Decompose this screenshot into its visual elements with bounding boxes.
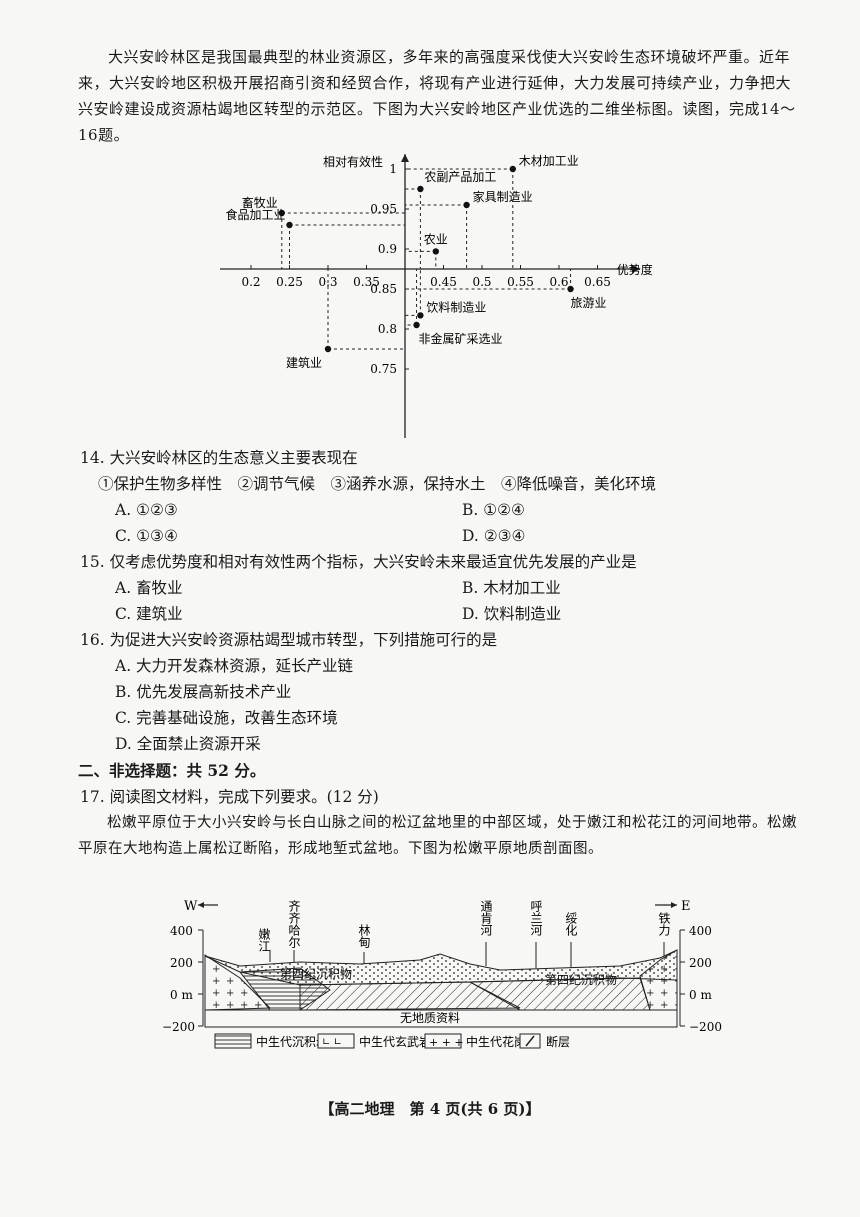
q16-stem: 16. 为促进大兴安岭资源枯竭型城市转型，下列措施可行的是 — [80, 631, 498, 649]
q14-option-b[interactable]: B. ①②④ — [462, 501, 525, 519]
elev-left-0: 0 m — [170, 988, 193, 1002]
elev-right-400: 400 — [689, 924, 712, 938]
data-point — [567, 285, 574, 293]
y-axis-label: 相对有效性 — [323, 154, 383, 169]
q17-stem: 17. 阅读图文材料，完成下列要求。(12 分) — [80, 788, 379, 806]
profile-legend: 中生代沉积岩 ∟ ∟ 中生代玄武岩 + + + 中生代花岗岩 断层 — [214, 1033, 570, 1049]
x-axis-arrow — [632, 265, 640, 273]
elev-right-0: 0 m — [689, 988, 712, 1002]
data-point — [463, 201, 470, 209]
data-point — [432, 248, 439, 255]
data-point — [324, 345, 332, 353]
east-label: E — [681, 899, 691, 914]
q16-option-d[interactable]: D. 全面禁止资源开采 — [115, 735, 261, 753]
svg-text:∟ ∟: ∟ ∟ — [322, 1037, 342, 1048]
sediment-label-east: 第四纪沉积物 — [545, 973, 617, 987]
q15-option-d[interactable]: D. 饮料制造业 — [462, 605, 562, 623]
data-point — [413, 321, 420, 329]
x-tick-label: 0.45 — [430, 275, 457, 289]
q15-stem: 15. 仅考虑优势度和相对有效性两个指标，大兴安岭未来最适宜优先发展的产业是 — [80, 553, 637, 571]
q14-stem: 14. 大兴安岭林区的生态意义主要表现在 — [80, 449, 358, 467]
q15-option-c[interactable]: C. 建筑业 — [115, 605, 183, 623]
data-point — [417, 185, 424, 193]
elev-right-neg200: −200 — [689, 1020, 722, 1034]
q15-option-b[interactable]: B. 木材加工业 — [462, 579, 561, 597]
data-point-label: 非金属矿采选业 — [419, 331, 503, 346]
svg-text:+ + +: + + + — [429, 1036, 464, 1049]
q17-material: 松嫩平原位于大小兴安岭与长白山脉之间的松辽盆地里的中部区域，处于嫩江和松花江的河… — [78, 815, 797, 857]
q16-option-b[interactable]: B. 优先发展高新技术产业 — [115, 683, 292, 701]
intro-paragraph: 大兴安岭林区是我国最典型的林业资源区，多年来的高强度采伐使大兴安岭生态环境破坏严… — [78, 48, 796, 144]
direction-arrows: W E — [184, 899, 691, 914]
x-tick-label: 0.25 — [276, 275, 303, 289]
west-label: W — [184, 899, 198, 914]
no-data-label: 无地质资料 — [400, 1011, 460, 1025]
x-tick-label: 0.6 — [549, 275, 568, 289]
page-footer: 【高二地理 第 4 页(共 6 页)】 — [319, 1100, 541, 1118]
q14-option-d[interactable]: D. ②③④ — [462, 527, 526, 545]
y-tick-label: 0.8 — [378, 322, 397, 336]
y-tick-label: 0.75 — [370, 362, 397, 376]
data-point-label: 木材加工业 — [519, 154, 579, 168]
y-tick-label: 0.9 — [378, 242, 397, 256]
data-point-label: 建筑业 — [286, 355, 322, 370]
elev-left-200: 200 — [170, 956, 193, 970]
data-point-label: 农业 — [424, 232, 448, 246]
place-tieli: 铁力 — [657, 912, 671, 937]
q14-option-c[interactable]: C. ①③④ — [115, 527, 178, 545]
sediment-label-west: 第四纪沉积物 — [280, 967, 352, 981]
data-point-label: 旅游业 — [571, 296, 607, 310]
q14-statements: ①保护生物多样性 ②调节气候 ③涵养水源，保持水土 ④降低噪音，美化环境 — [98, 475, 657, 493]
legend-fault: 断层 — [546, 1034, 570, 1049]
q15-option-a[interactable]: A. 畜牧业 — [115, 579, 183, 597]
q14-option-a[interactable]: A. ①②③ — [115, 501, 178, 519]
x-axis-label: 优势度 — [617, 262, 653, 277]
elev-left-400: 400 — [170, 924, 193, 938]
geologic-profile: + W E 400 200 0 m −200 400 200 0 m −200 — [162, 899, 722, 1049]
q16-option-c[interactable]: C. 完善基础设施，改善生态环境 — [115, 709, 338, 727]
elevation-axis-left: 400 200 0 m −200 — [162, 924, 204, 1034]
elev-right-200: 200 — [689, 956, 712, 970]
elevation-axis-right: 400 200 0 m −200 — [679, 924, 722, 1034]
place-qiqihar: 齐齐哈尔 — [287, 899, 301, 948]
place-hulanhe: 呼兰河 — [529, 900, 543, 936]
data-point-label: 食品加工业 — [225, 207, 285, 222]
data-point — [286, 221, 293, 229]
q16-option-a[interactable]: A. 大力开发森林资源，延长产业链 — [115, 657, 354, 675]
place-nenjiang: 嫩江 — [257, 928, 271, 952]
place-labels: 嫩江 齐齐哈尔 林甸 通肯河 呼兰河 绥化 铁力 — [257, 899, 671, 968]
legend-sedimentary: 中生代沉积岩 — [256, 1034, 328, 1049]
y-tick-label: 0.95 — [370, 202, 397, 216]
place-lindian: 林甸 — [357, 924, 371, 948]
data-point-label: 农副产品加工 — [424, 170, 496, 184]
legend-basalt: 中生代玄武岩 — [359, 1034, 431, 1049]
cross-section: 第四纪沉积物 第四纪沉积物 无地质资料 — [204, 949, 678, 1028]
place-suihua: 绥化 — [564, 912, 578, 937]
x-tick-label: 0.2 — [241, 275, 260, 289]
x-tick-label: 0.55 — [507, 275, 534, 289]
y-tick-label: 0.85 — [370, 282, 397, 296]
data-point — [278, 209, 285, 217]
x-tick-label: 0.65 — [584, 275, 611, 289]
x-tick-label: 0.35 — [353, 275, 380, 289]
elev-left-neg200: −200 — [162, 1020, 195, 1034]
data-point — [509, 165, 516, 173]
data-point — [417, 312, 424, 319]
x-tick-label: 0.5 — [472, 275, 491, 289]
place-tongkenhe: 通肯河 — [479, 900, 493, 936]
section-heading: 二、非选择题：共 52 分。 — [78, 761, 266, 780]
data-point-label: 家具制造业 — [473, 189, 533, 204]
y-axis-arrow — [401, 154, 409, 162]
data-point-label: 畜牧业 — [242, 195, 278, 210]
y-tick-label: 1 — [389, 162, 397, 176]
data-point-label: 饮料制造业 — [426, 300, 486, 314]
